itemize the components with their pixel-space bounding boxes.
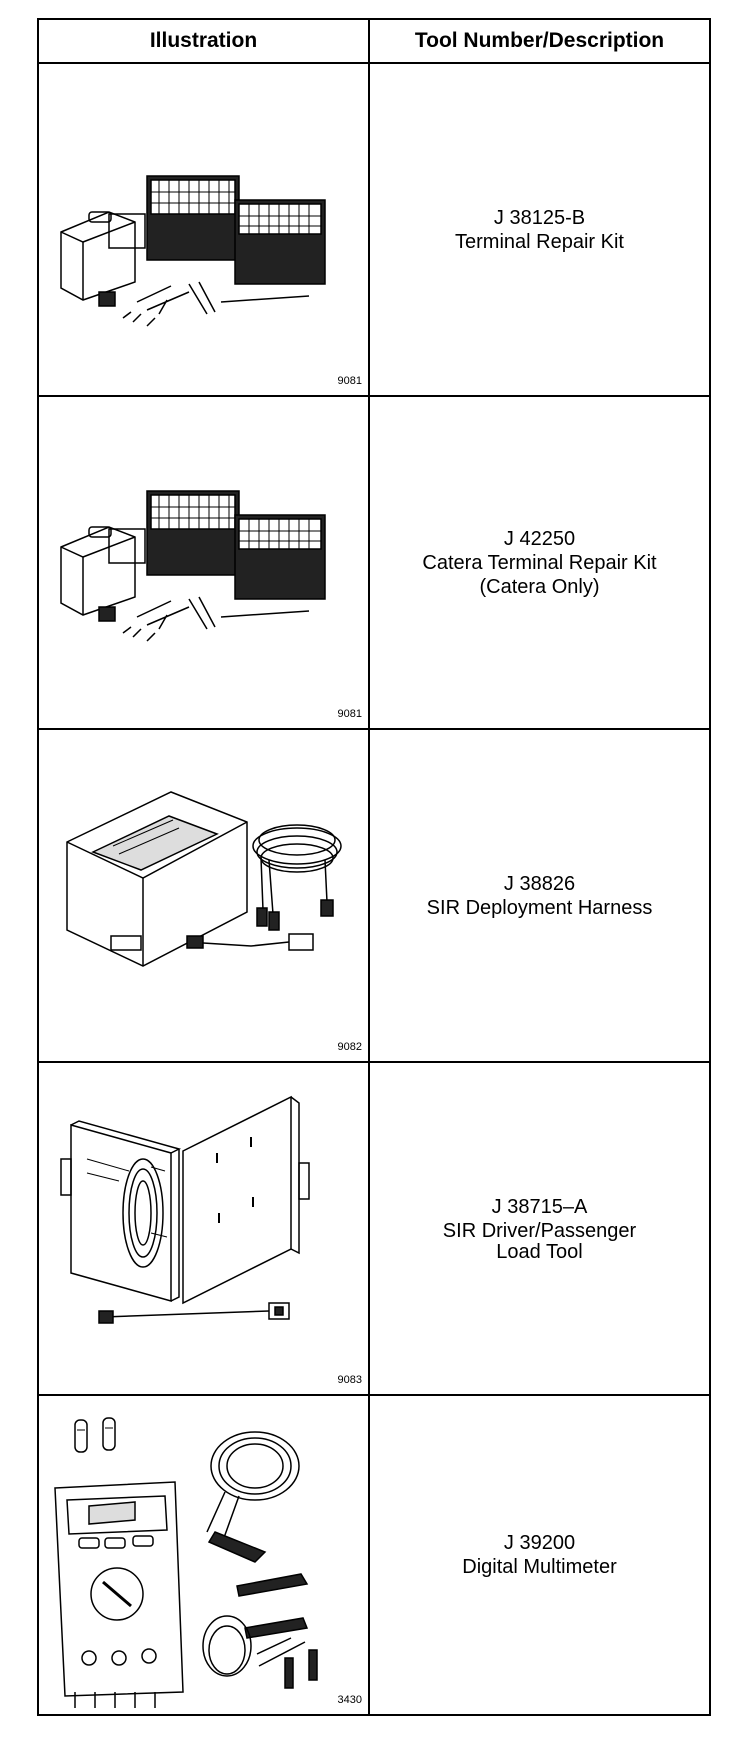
tool-number: J 38715–A <box>491 1196 588 1218</box>
tool-description: J 38125-B Terminal Repair Kit <box>370 64 709 395</box>
tool-number: J 42250 <box>503 527 576 550</box>
illustration-load-tool: 9083 <box>39 1063 370 1394</box>
tool-number: J 38125-B <box>493 206 586 229</box>
figure-number: 3430 <box>337 1694 362 1706</box>
multimeter-drawing <box>54 1417 318 1708</box>
header-tool-number: Tool Number/Description <box>414 29 665 52</box>
terminal-kit-drawing <box>60 175 326 327</box>
illustration-catera-repair-kit: 9081 <box>39 397 370 728</box>
figure-number: 9081 <box>337 708 362 720</box>
tools-table: Illustration Tool Number/Description <box>37 18 711 1716</box>
tool-name: Digital Multimeter <box>462 1556 617 1578</box>
illustration-deployment-harness: 9082 <box>39 730 370 1061</box>
tool-description: J 42250 Catera Terminal Repair Kit (Cate… <box>370 397 709 728</box>
terminal-kit-drawing <box>60 490 326 642</box>
tool-name: Catera Terminal Repair Kit <box>422 551 657 574</box>
tool-description: J 38826 SIR Deployment Harness <box>370 730 709 1061</box>
table-row: 9082 J 38826 SIR Deployment Harness <box>39 730 709 1063</box>
deployment-harness-drawing <box>66 791 342 967</box>
table-row: 9083 J 38715–A SIR Driver/Passenger Load… <box>39 1063 709 1396</box>
table-row: 9081 J 42250 Catera Terminal Repair Kit … <box>39 397 709 730</box>
figure-number: 9083 <box>337 1374 362 1386</box>
table-row: 9081 J 38125-B Terminal Repair Kit <box>39 64 709 397</box>
table-row: 3430 J 39200 Digital Multimeter <box>39 1396 709 1714</box>
illustration-terminal-repair-kit: 9081 <box>39 64 370 395</box>
tool-name: SIR Deployment Harness <box>426 896 653 919</box>
tool-description: J 38715–A SIR Driver/Passenger Load Tool <box>370 1063 709 1394</box>
tool-name: Terminal Repair Kit <box>455 230 624 253</box>
figure-number: 9082 <box>337 1041 362 1053</box>
tool-description: J 39200 Digital Multimeter <box>370 1396 709 1714</box>
tool-number: J 38826 <box>503 872 576 895</box>
table-header: Illustration Tool Number/Description <box>39 20 709 64</box>
tool-name: SIR Driver/Passenger <box>442 1220 637 1242</box>
tool-number: J 39200 <box>503 1532 576 1554</box>
figure-number: 9081 <box>337 375 362 387</box>
tool-note: (Catera Only) <box>479 575 600 598</box>
load-tool-drawing <box>60 1095 310 1324</box>
tool-name-continued: Load Tool <box>496 1241 583 1263</box>
header-illustration: Illustration <box>39 20 370 62</box>
illustration-digital-multimeter: 3430 <box>39 1396 370 1714</box>
